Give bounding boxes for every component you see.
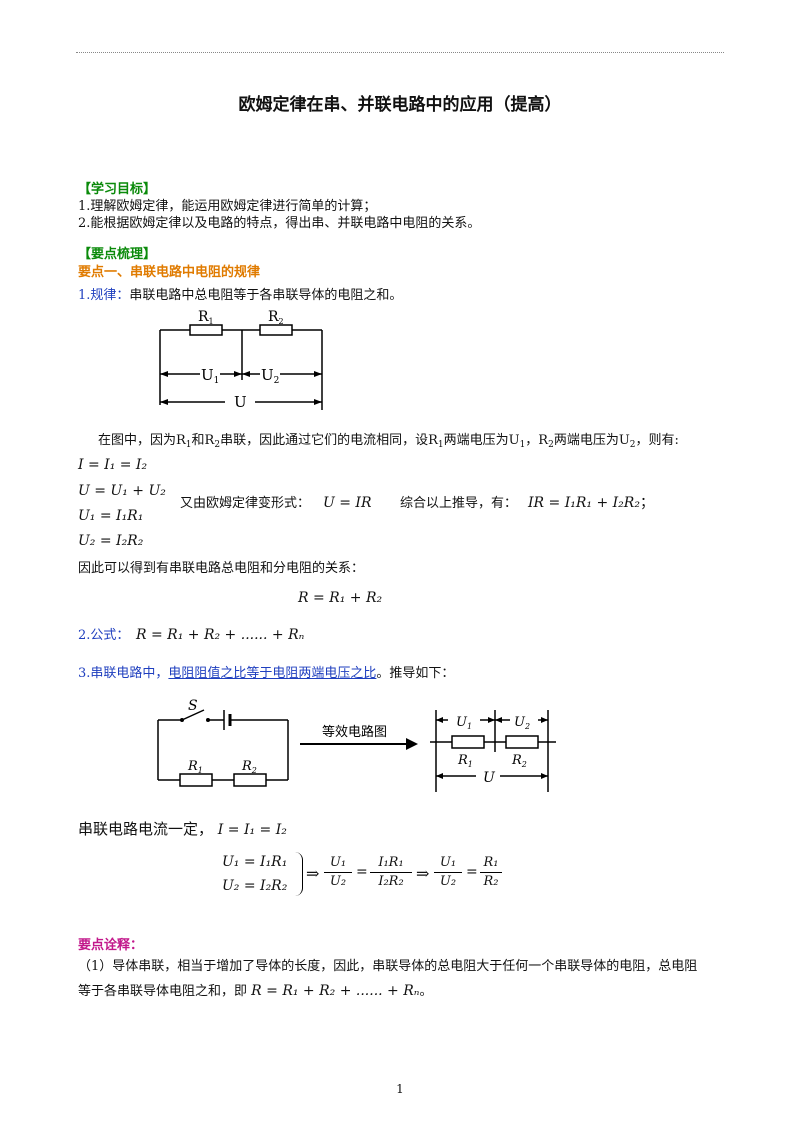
circuit2-u-label: U <box>483 770 496 786</box>
relation-eq: R = R₁ + R₂ <box>298 590 383 606</box>
fraction-u-2: U₁ U₂ <box>434 854 462 891</box>
notes-line-1: （1）导体串联，相当于增加了导体的长度，因此，串联导体的总电阻大于任何一个串联导… <box>78 959 698 974</box>
ohm-law-eq: U = IR <box>323 495 372 511</box>
series-circuit-diagram: R1 R2 U1 U2 U <box>159 309 323 411</box>
ohm-law-text: 又由欧姆定律变形式： <box>180 496 311 511</box>
circuit1-r2-label: R2 <box>268 309 284 326</box>
ratio-highlight: 电阻阻值之比等于电阻两端电压之比 <box>168 666 377 681</box>
goal-item-1: 1.理解欧姆定律，能运用欧姆定律进行简单的计算； <box>78 199 377 214</box>
relation-text: 因此可以得到有串联电路总电阻和分电阻的关系： <box>78 561 365 576</box>
summary-text: 综合以上推导，有： <box>400 496 518 511</box>
notes-eq: R = R₁ + R₂ + ...... + Rₙ <box>251 983 420 999</box>
circuit1-r1-label: R1 <box>198 309 214 326</box>
goal-item-2: 2.能根据欧姆定律以及电路的特点，得出串、并联电路中电阻的关系。 <box>78 216 481 231</box>
points-subheading: 要点一、串联电路中电阻的规律 <box>78 265 261 280</box>
notes-line-2: 等于各串联导体电阻之和，即 R = R₁ + R₂ + ...... + Rₙ。 <box>78 983 433 999</box>
circuit2-r2-label: R2 <box>241 759 257 775</box>
rule-text: 串联电路中总电阻等于各串联导体的电阻之和。 <box>129 288 403 303</box>
eq-current: I = I₁ = I₂ <box>78 457 148 473</box>
circuit1-u2-label: U2 <box>261 366 279 386</box>
goals-heading: 【学习目标】 <box>78 182 157 197</box>
circuit2-r2-right-label: R2 <box>511 753 527 769</box>
eq-u2: U₂ = I₂R₂ <box>78 533 144 549</box>
derivation-equals-2: = <box>466 864 478 880</box>
derivation-line2: U₂ = I₂R₂ <box>222 878 288 894</box>
circuit2-r1-right-label: R1 <box>457 753 473 769</box>
derivation-line1: U₁ = I₁R₁ <box>222 854 288 870</box>
derivation-current-text: 串联电路电流一定， <box>78 820 214 838</box>
derivation-arrow-1: ⇒ <box>306 864 320 883</box>
circuit1-u1-label: U1 <box>201 366 219 386</box>
ratio-label: 3.串联电路中， <box>78 666 169 681</box>
points-heading: 【要点梳理】 <box>78 247 157 262</box>
derivation-brace <box>294 852 303 896</box>
derivation-arrow-2: ⇒ <box>416 864 430 883</box>
rule-label: 1.规律： <box>78 288 130 303</box>
derivation-equals-1: = <box>356 864 368 880</box>
fraction-ir: I₁R₁ I₂R₂ <box>370 854 412 891</box>
ratio-rest: 。推导如下： <box>376 666 455 681</box>
fraction-r: R₁ R₂ <box>480 854 502 891</box>
circuit2-switch-label: S <box>188 698 198 714</box>
notes-heading: 要点诠释： <box>78 938 144 953</box>
circuit1-u-label: U <box>234 393 247 411</box>
derivation-block: U₁ = I₁R₁ U₂ = I₂R₂ ⇒ U₁ U₂ = I₁R₁ I₂R₂ … <box>222 852 502 900</box>
fraction-u: U₁ U₂ <box>324 854 352 891</box>
eq-u1: U₁ = I₁R₁ <box>78 508 144 524</box>
rule-line: 1.规律：串联电路中总电阻等于各串联导体的电阻之和。 <box>78 287 402 304</box>
header-rule <box>76 52 724 53</box>
equivalent-circuit-diagram: S R1 R2 等效电路图 U1 U2 R1 R2 U <box>157 698 556 792</box>
page-title: 欧姆定律在串、并联电路中的应用（提高） <box>238 95 562 115</box>
formula-eq: R = R₁ + R₂ + ...... + Rₙ <box>136 627 305 643</box>
circuit2-u1-label: U1 <box>456 715 472 731</box>
page-number: 1 <box>396 1082 404 1096</box>
eq-voltage: U = U₁ + U₂ <box>78 483 166 499</box>
circuit2-u2-label: U2 <box>514 715 530 731</box>
circuit2-r1-label: R1 <box>187 759 203 775</box>
formula-label: 2.公式： <box>78 628 130 643</box>
equivalent-arrow-label: 等效电路图 <box>322 724 387 740</box>
derivation-current-line: 串联电路电流一定， I = I₁ = I₂ <box>78 820 287 840</box>
explain-line: 在图中，因为R1和R2串联，因此通过它们的电流相同，设R1两端电压为U1，R2两… <box>98 433 679 450</box>
derivation-current-eq: I = I₁ = I₂ <box>217 822 287 838</box>
ratio-line: 3.串联电路中，电阻阻值之比等于电阻两端电压之比。推导如下： <box>78 665 454 682</box>
summary-eq: IR = I₁R₁ + I₂R₂； <box>528 495 654 511</box>
